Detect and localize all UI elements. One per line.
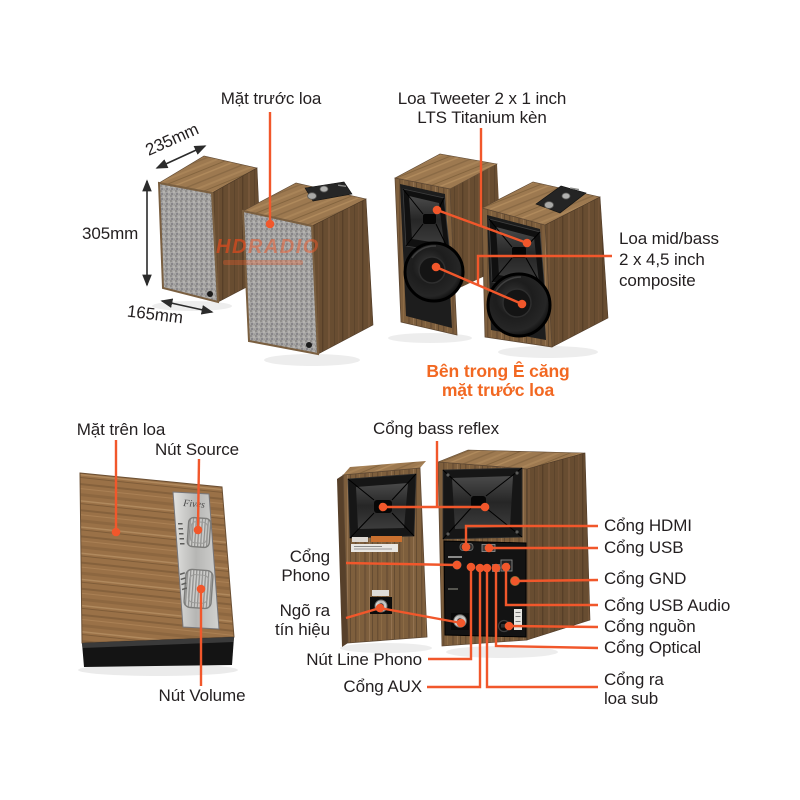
watermark-rest: RADIO [247,236,320,258]
fives-logo: Fives [182,498,206,511]
label-phono-port: Cổng Phono [246,547,330,585]
label-midbass: Loa mid/bass 2 x 4,5 inch composite [619,228,731,291]
label-sub-out-line1: Cổng ra [604,670,664,689]
label-phono-line1: Cổng [289,547,330,566]
label-front-face: Mặt trước loa [220,89,322,108]
label-bass-reflex: Cổng bass reflex [373,419,499,438]
label-aux-port: Cổng AUX [343,677,422,696]
front-view-speakers [142,112,374,366]
dimension-height: 305mm [82,224,139,243]
watermark-tagline [223,260,303,265]
label-signal-out: Ngõ ra tín hiệu [238,601,330,639]
label-power-port: Cổng nguồn [604,617,696,636]
label-tweeter-line1: Loa Tweeter 2 x 1 inch [397,89,567,108]
watermark: HDRADIO [216,236,320,259]
label-midbass-line1: Loa mid/bass [619,229,719,248]
label-midbass-line3: composite [619,271,696,290]
label-hdmi-port: Cổng HDMI [604,516,692,535]
top-view-speaker: Fives [78,440,238,686]
label-midbass-line2: 2 x 4,5 inch [619,250,705,269]
caption-line2: mặt trước loa [441,380,555,400]
label-top-face: Mặt trên loa [76,420,166,439]
label-signal-out-line1: Ngõ ra [279,601,331,620]
rear-view-speakers [337,441,599,689]
label-usb-port: Cổng USB [604,538,684,557]
watermark-bold: HD [216,236,248,258]
label-tweeter: Loa Tweeter 2 x 1 inch LTS Titanium kèn [391,89,573,127]
label-usb-audio-port: Cổng USB Audio [604,596,731,615]
label-signal-out-line2: tín hiệu [275,620,330,639]
label-gnd-port: Cổng GND [604,569,687,588]
label-line-phono-switch: Nút Line Phono [306,650,422,669]
label-phono-line2: Phono [281,566,330,585]
label-sub-out-port: Cổng ra loa sub [604,670,754,708]
label-sub-out-line2: loa sub [604,688,659,708]
label-volume-knob: Nút Volume [158,686,246,705]
caption-inside-grille: Bên trong Ê căng mặt trước loa [406,362,590,400]
label-source-knob: Nút Source [154,440,240,459]
dimension-arrows [142,145,214,315]
caption-line1: Bên trong Ê căng [426,361,570,381]
inside-view-speakers [388,128,612,358]
label-optical-port: Cổng Optical [604,638,702,657]
label-tweeter-line2: LTS Titanium kèn [417,108,547,127]
